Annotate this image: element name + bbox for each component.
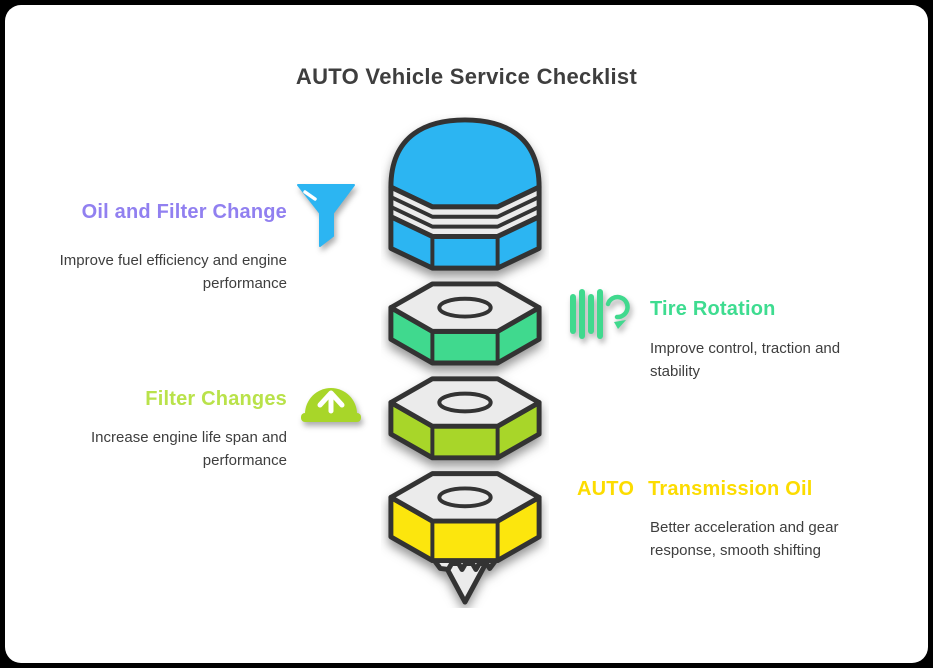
item-description-tire-rotation: Improve control, traction and stability <box>650 340 841 380</box>
hex-nut-segment-1 <box>388 281 542 366</box>
air-filter-icon <box>301 388 361 422</box>
hex-nut-funnel-segment <box>388 471 542 605</box>
item-label-oil-and-filter-change: Oil and Filter Change <box>81 201 287 223</box>
page-title: AUTO Vehicle Service Checklist <box>295 64 638 89</box>
item-description-auto-transmission-oil: Better acceleration and gear response, s… <box>650 519 839 559</box>
item-label-prefix: AUTO <box>577 478 635 500</box>
item-label-text: Transmission Oil <box>648 478 813 500</box>
item-description-filter-changes: Increase engine life span and performanc… <box>91 429 287 469</box>
item-label-tire-rotation: Tire Rotation <box>650 298 776 320</box>
funnel-icon <box>297 184 355 247</box>
item-label-filter-changes: Filter Changes <box>145 388 287 410</box>
item-label-auto-transmission-oil: AUTO Transmission Oil <box>577 477 812 501</box>
tire-rotation-icon <box>570 289 630 339</box>
item-description-oil-and-filter-change: Improve fuel efficiency and engine perfo… <box>59 252 287 292</box>
service-funnel-stack <box>388 117 542 605</box>
oil-filter-segment <box>388 117 542 271</box>
hex-nut-segment-2 <box>388 376 542 461</box>
infographic-canvas: AUTO Vehicle Service Checklist <box>5 5 928 663</box>
